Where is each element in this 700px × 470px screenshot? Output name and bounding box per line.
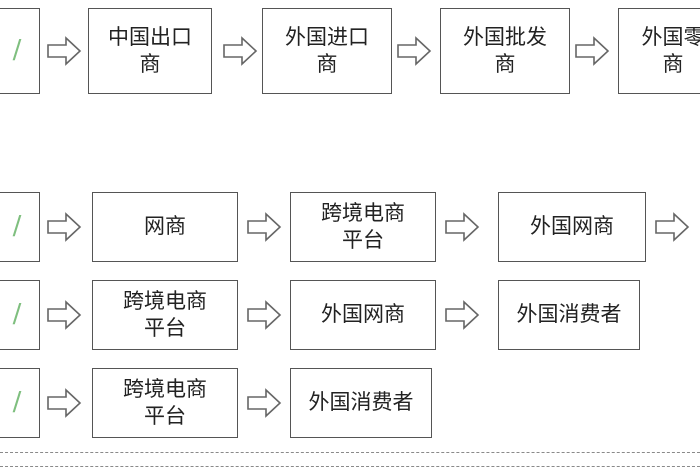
node-label-line: 商 <box>139 52 161 76</box>
node-label-line: 跨境电商 <box>321 200 405 225</box>
flow-arrow-icon <box>445 300 480 330</box>
node-label-line: 外国批发 <box>463 24 547 49</box>
source-node-box: / <box>0 8 40 94</box>
flow-node-box: 跨境电商平台 <box>92 280 238 350</box>
node-label-line: / <box>12 35 22 66</box>
flow-arrow-icon <box>47 36 82 66</box>
node-label-line: 外国消费者 <box>516 302 622 327</box>
flow-arrow-icon <box>655 212 690 242</box>
flow-node-box: 跨境电商平台 <box>290 192 436 262</box>
node-label-line: 外国网商 <box>321 302 405 327</box>
node-label-line: / <box>12 387 22 418</box>
node-label-line: 跨境电商 <box>123 376 207 401</box>
node-label-line: 商 <box>662 52 684 76</box>
flow-node-box: 外国批发商 <box>440 8 570 94</box>
flow-arrow-icon <box>47 212 82 242</box>
node-label-line: 跨境电商 <box>123 288 207 313</box>
flow-node-box: 外国消费者 <box>498 280 640 350</box>
flow-arrow-icon <box>247 388 282 418</box>
flow-arrow-icon <box>47 388 82 418</box>
node-label-line: 平台 <box>342 228 384 252</box>
flow-node-box: 外国网商 <box>290 280 436 350</box>
node-label-line: 商 <box>316 52 338 76</box>
flow-node-box: 外国进口商 <box>262 8 392 94</box>
node-label-line: 平台 <box>144 316 186 340</box>
dashed-separator <box>0 452 700 453</box>
source-node-box: / <box>0 280 40 350</box>
flow-node-box: 中国出口商 <box>88 8 212 94</box>
node-label-line: 外国进口 <box>285 24 369 49</box>
node-label-line: / <box>12 211 22 242</box>
flow-arrow-icon <box>575 36 610 66</box>
node-label-line: 外国零 <box>641 24 700 49</box>
source-node-box: / <box>0 368 40 438</box>
node-label-line: 商 <box>494 52 516 76</box>
node-label-line: / <box>12 299 22 330</box>
flow-node-box: 跨境电商平台 <box>92 368 238 438</box>
node-label-line: 网商 <box>144 214 186 239</box>
dashed-separator <box>0 466 700 467</box>
node-label-line: 外国消费者 <box>308 390 414 415</box>
flow-node-box: 外国消费者 <box>290 368 432 438</box>
flow-arrow-icon <box>47 300 82 330</box>
flow-arrow-icon <box>445 212 480 242</box>
node-label-line: 外国网商 <box>530 214 614 239</box>
flow-arrow-icon <box>247 212 282 242</box>
node-label-line: 平台 <box>144 404 186 428</box>
flow-node-box: 外国零商 <box>618 8 700 94</box>
flow-arrow-icon <box>397 36 432 66</box>
flow-node-box: 网商 <box>92 192 238 262</box>
flow-arrow-icon <box>247 300 282 330</box>
source-node-box: / <box>0 192 40 262</box>
flow-arrow-icon <box>223 36 258 66</box>
flow-node-box: 外国网商 <box>498 192 646 262</box>
node-label-line: 中国出口 <box>108 24 192 49</box>
